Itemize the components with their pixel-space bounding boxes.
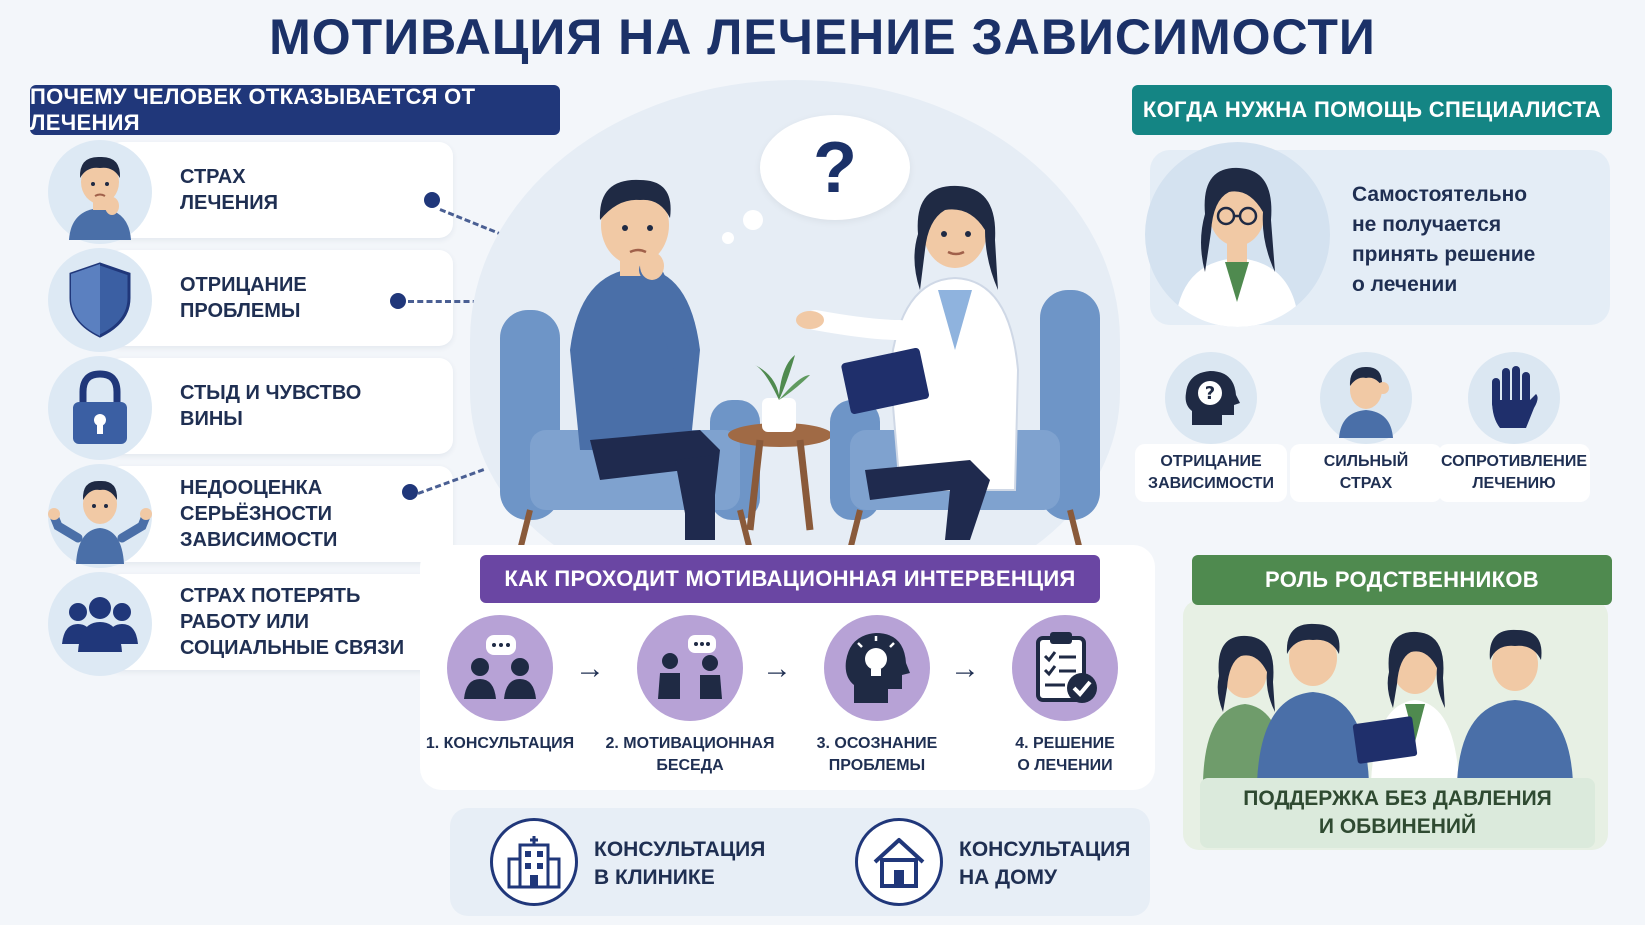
consult-label: КОНСУЛЬТАЦИЯ НА ДОМУ — [959, 838, 1131, 889]
reason-item: СТЫД И ЧУВСТВО ВИНЫ — [48, 356, 453, 460]
step-label: 3. ОСОЗНАНИЕ ПРОБЛЕМЫ — [816, 735, 938, 774]
house-icon — [855, 818, 943, 906]
specialist-heading: КОГДА НУЖНА ПОМОЩЬ СПЕЦИАЛИСТА — [1132, 85, 1612, 135]
shrugging-person-icon — [48, 464, 152, 568]
step-label: 4. РЕШЕНИЕ О ЛЕЧЕНИИ — [1015, 735, 1115, 774]
reason-label: СТРАХ ПОТЕРЯТЬ РАБОТУ ИЛИ СОЦИАЛЬНЫЕ СВЯ… — [180, 585, 405, 659]
reason-item: СТРАХ ЛЕЧЕНИЯ — [48, 140, 453, 244]
sign-label: СИЛЬНЫЙ СТРАХ — [1290, 444, 1442, 502]
intervention-step: 3. ОСОЗНАНИЕ ПРОБЛЕМЫ — [782, 615, 972, 775]
step-label: 2. МОТИВАЦИОННАЯ БЕСЕДА — [605, 735, 775, 774]
svg-text:?: ? — [1205, 383, 1215, 404]
intervention-step: 4. РЕШЕНИЕ О ЛЕЧЕНИИ — [970, 615, 1160, 775]
shield-icon — [48, 248, 152, 352]
consult-clinic: КОНСУЛЬТАЦИЯ В КЛИНИКЕ — [490, 818, 820, 906]
connector-dot — [390, 293, 406, 309]
step-label: 1. КОНСУЛЬТАЦИЯ — [425, 735, 575, 752]
checklist-icon — [1012, 615, 1118, 721]
counseling-scene-illustration — [500, 179, 1100, 550]
lightbulb-head-icon — [824, 615, 930, 721]
sign-item: СИЛЬНЫЙ СТРАХ — [1290, 352, 1442, 502]
lock-icon — [48, 356, 152, 460]
reason-item: НЕДООЦЕНКА СЕРЬЁЗНОСТИ ЗАВИСИМОСТИ — [48, 464, 453, 568]
reason-item: СТРАХ ПОТЕРЯТЬ РАБОТУ ИЛИ СОЦИАЛЬНЫЕ СВЯ… — [48, 572, 453, 676]
thought-bubble-dot — [743, 210, 763, 230]
sign-label: СОПРОТИВЛЕНИЕ ЛЕЧЕНИЮ — [1438, 444, 1590, 502]
stressed-person-icon — [1320, 352, 1412, 444]
sign-item: ? ОТРИЦАНИЕ ЗАВИСИМОСТИ — [1135, 352, 1287, 502]
step-arrow: → — [762, 652, 792, 685]
head-question-icon: ? — [1165, 352, 1257, 444]
family-note: ПОДДЕРЖКА БЕЗ ДАВЛЕНИЯ И ОБВИНЕНИЙ — [1200, 778, 1595, 848]
step-arrow: → — [575, 652, 605, 685]
family-heading: РОЛЬ РОДСТВЕННИКОВ — [1192, 555, 1612, 605]
thought-bubble-dot — [722, 232, 734, 244]
intervention-heading: КАК ПРОХОДИТ МОТИВАЦИОННАЯ ИНТЕРВЕНЦИЯ — [480, 555, 1100, 603]
conversation-icon — [637, 615, 743, 721]
thought-bubble: ? — [760, 115, 910, 220]
group-icon — [48, 572, 152, 676]
specialist-doctor-icon — [1145, 142, 1330, 327]
reason-label: СТЫД И ЧУВСТВО ВИНЫ — [180, 382, 362, 430]
hospital-icon — [490, 818, 578, 906]
chat-people-icon — [447, 615, 553, 721]
connector-line — [408, 300, 488, 303]
worried-person-icon — [48, 140, 152, 244]
reason-item: ОТРИЦАНИЕ ПРОБЛЕМЫ — [48, 248, 453, 352]
intervention-step: 2. МОТИВАЦИОННАЯ БЕСЕДА — [595, 615, 785, 775]
intervention-step: 1. КОНСУЛЬТАЦИЯ — [405, 615, 595, 775]
page-title: МОТИВАЦИЯ НА ЛЕЧЕНИЕ ЗАВИСИМОСТИ — [269, 9, 1376, 65]
connector-dot — [402, 484, 418, 500]
consult-home: КОНСУЛЬТАЦИЯ НА ДОМУ — [855, 818, 1155, 906]
sign-item: СОПРОТИВЛЕНИЕ ЛЕЧЕНИЮ — [1438, 352, 1590, 502]
consult-label: КОНСУЛЬТАЦИЯ В КЛИНИКЕ — [594, 838, 766, 889]
family-illustration — [1203, 623, 1573, 782]
reasons-heading: ПОЧЕМУ ЧЕЛОВЕК ОТКАЗЫВАЕТСЯ ОТ ЛЕЧЕНИЯ — [30, 84, 560, 135]
stop-hand-icon — [1468, 352, 1560, 444]
sign-label: ОТРИЦАНИЕ ЗАВИСИМОСТИ — [1135, 444, 1287, 502]
reason-label: НЕДООЦЕНКА СЕРЬЁЗНОСТИ ЗАВИСИМОСТИ — [180, 477, 338, 551]
reason-label: ОТРИЦАНИЕ ПРОБЛЕМЫ — [180, 274, 307, 322]
specialist-text: Самостоятельно не получается принять реш… — [1352, 183, 1536, 296]
reason-label: СТРАХ ЛЕЧЕНИЯ — [180, 166, 278, 214]
connector-dot — [424, 192, 440, 208]
step-arrow: → — [950, 652, 980, 685]
